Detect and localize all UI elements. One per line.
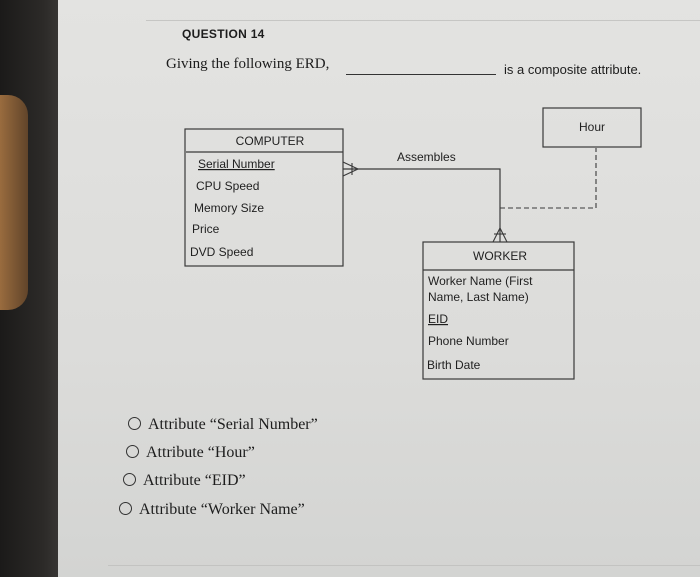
entity-worker-name: WORKER <box>473 249 527 263</box>
answer-blank <box>346 74 496 75</box>
relationship-attribute-hour: Hour <box>542 107 642 148</box>
attr-memory-size: Memory Size <box>194 201 264 215</box>
option-worker-name[interactable]: Attribute “Worker Name” <box>119 501 305 519</box>
bezel-reflection <box>0 95 28 310</box>
entity-computer-box <box>184 128 344 267</box>
radio-icon[interactable] <box>123 473 136 486</box>
option-eid[interactable]: Attribute “EID” <box>123 472 246 490</box>
crowsfoot-worker <box>492 227 501 243</box>
entity-computer: COMPUTER Serial Number CPU Speed Memory … <box>184 128 344 267</box>
attr-cpu-speed: CPU Speed <box>196 179 259 193</box>
crowsfoot-computer <box>342 161 359 170</box>
relationship-assembles: Assembles <box>342 150 508 243</box>
relationship-name: Assembles <box>397 150 456 164</box>
hour-label: Hour <box>579 120 605 134</box>
entity-worker: WORKER Worker Name (First Name, Last Nam… <box>422 241 575 380</box>
top-divider <box>146 20 700 21</box>
attr-dvd-speed: DVD Speed <box>190 245 253 259</box>
attr-price: Price <box>192 222 220 236</box>
question-number: QUESTION 14 <box>182 27 265 41</box>
question-prompt: Giving the following ERD, <box>166 56 330 72</box>
attr-phone-number: Phone Number <box>428 334 509 348</box>
attr-worker-name-line2: Name, Last Name) <box>428 290 529 304</box>
question-page: QUESTION 14 Giving the following ERD, is… <box>58 0 700 577</box>
radio-icon[interactable] <box>126 445 139 458</box>
radio-icon[interactable] <box>128 417 141 430</box>
option-serial-number[interactable]: Attribute “Serial Number” <box>128 416 318 434</box>
option-hour[interactable]: Attribute “Hour” <box>126 444 255 462</box>
entity-worker-box <box>422 241 575 380</box>
relationship-line <box>343 168 501 242</box>
entity-computer-name: COMPUTER <box>236 134 305 148</box>
radio-icon[interactable] <box>119 502 132 515</box>
attr-serial-number: Serial Number <box>198 157 275 171</box>
attr-eid: EID <box>428 312 448 326</box>
attr-worker-name-line1: Worker Name (First <box>428 274 533 288</box>
attr-birth-date: Birth Date <box>427 358 481 372</box>
question-suffix: is a composite attribute. <box>504 62 642 77</box>
associative-dashed-line <box>500 148 597 209</box>
bottom-divider <box>108 565 700 566</box>
hour-box <box>542 107 642 148</box>
